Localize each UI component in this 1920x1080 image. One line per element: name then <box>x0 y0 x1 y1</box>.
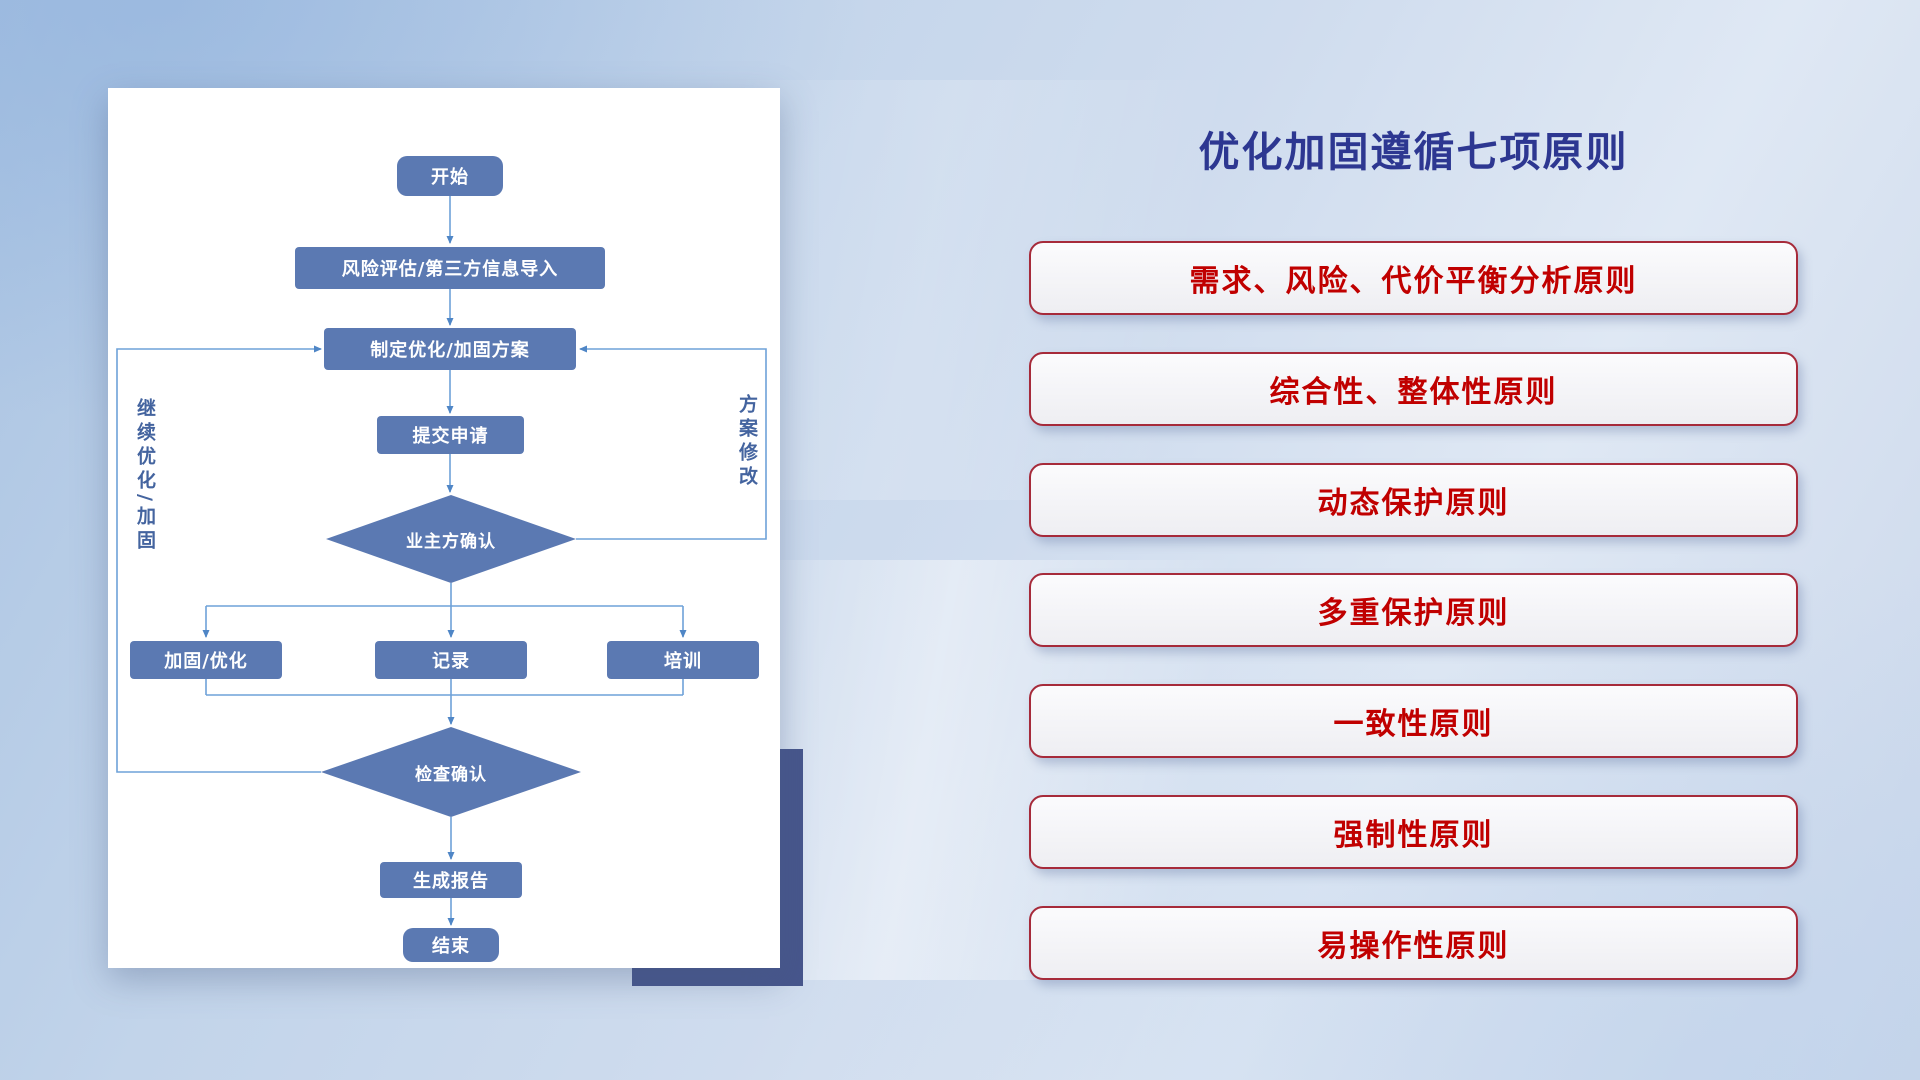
principle-item: 需求、风险、代价平衡分析原则 <box>1029 241 1798 315</box>
flow-node-record: 记录 <box>375 641 527 679</box>
principle-item: 易操作性原则 <box>1029 906 1798 980</box>
flowchart-connectors <box>116 196 767 926</box>
flow-node-training: 培训 <box>607 641 759 679</box>
principle-label: 综合性、整体性原则 <box>1269 375 1558 410</box>
principle-item: 多重保护原则 <box>1029 573 1798 647</box>
flow-node-end: 结束 <box>403 928 499 962</box>
principle-label: 需求、风险、代价平衡分析原则 <box>1189 264 1638 299</box>
flow-node-owner-confirm-label: 业主方确认 <box>406 531 496 552</box>
principle-label: 易操作性原则 <box>1317 929 1510 964</box>
flow-node-reinforce-optimize: 加固/优化 <box>130 641 282 679</box>
principle-item: 动态保护原则 <box>1029 463 1798 537</box>
flow-node-start: 开始 <box>397 156 503 196</box>
principle-label: 动态保护原则 <box>1317 486 1510 521</box>
diamond-owner-confirm <box>326 495 576 583</box>
loop-label-plan-revision: 方案修改 <box>736 394 758 490</box>
flow-node-risk-assessment: 风险评估/第三方信息导入 <box>295 247 605 289</box>
principle-item: 综合性、整体性原则 <box>1029 352 1798 426</box>
flow-node-generate-report: 生成报告 <box>380 862 522 898</box>
flow-node-submit-application: 提交申请 <box>377 416 524 454</box>
principle-item: 一致性原则 <box>1029 684 1798 758</box>
flowchart-panel: 开始 风险评估/第三方信息导入 制定优化/加固方案 提交申请 业主方确认 加固/… <box>108 88 780 968</box>
principle-item: 强制性原则 <box>1029 795 1798 869</box>
principle-label: 一致性原则 <box>1333 707 1494 742</box>
principle-label: 多重保护原则 <box>1317 596 1510 631</box>
loop-label-continue-optimize: 继续优化/加固 <box>134 398 156 554</box>
loop-continue-optimize <box>116 345 322 773</box>
loop-plan-revision <box>576 345 767 540</box>
diamond-check-confirm <box>321 727 581 817</box>
principle-label: 强制性原则 <box>1333 818 1494 853</box>
flow-node-check-confirm-label: 检查确认 <box>415 764 487 785</box>
flow-node-make-plan: 制定优化/加固方案 <box>324 328 576 370</box>
page-title: 优化加固遵循七项原则 <box>1198 128 1629 176</box>
